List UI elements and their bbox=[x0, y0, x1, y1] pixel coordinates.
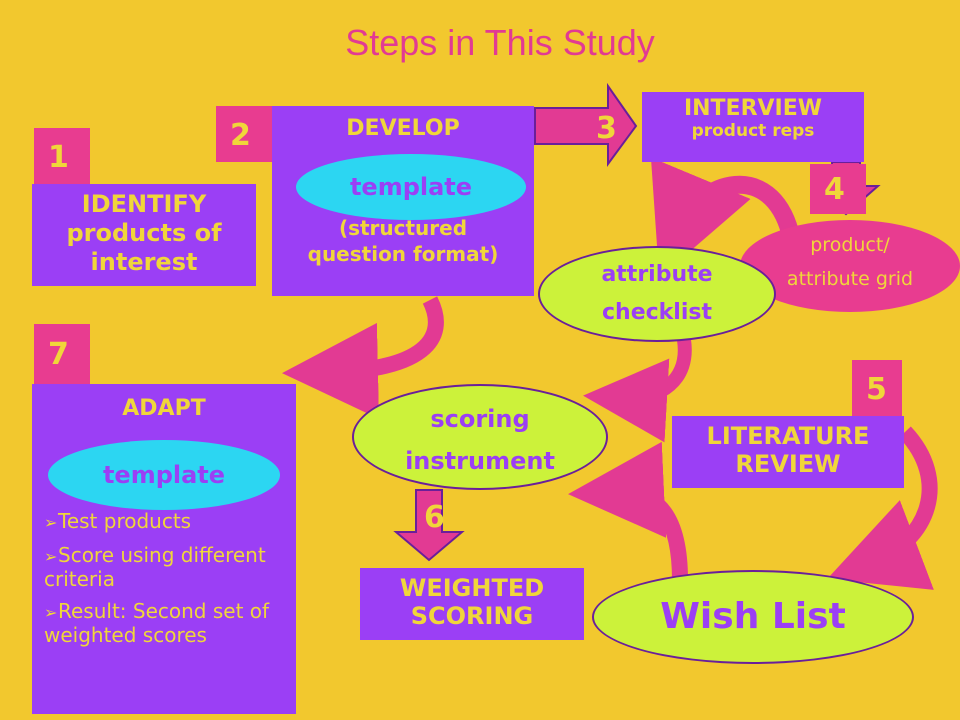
step-7-number: 7 bbox=[34, 324, 90, 384]
step-3-number: 3 bbox=[596, 111, 617, 146]
grid-line-2: attribute grid bbox=[786, 268, 914, 290]
arrow-bullet-icon: ➢ bbox=[44, 513, 58, 532]
step-2-number: 2 bbox=[216, 106, 276, 162]
identify-line-1: IDENTIFY bbox=[81, 190, 207, 218]
develop-line-2: question format) bbox=[307, 242, 499, 266]
arrow-develop-to-adapt bbox=[282, 296, 444, 419]
instrument-line-1: scoring bbox=[430, 405, 530, 433]
arrow-develop-to-interview bbox=[534, 82, 638, 168]
arrow-checklist-to-instrument bbox=[583, 338, 692, 443]
step-6-number: 6 bbox=[424, 500, 445, 535]
arrow-bullet-icon: ➢ bbox=[44, 547, 58, 566]
checklist-line-2: checklist bbox=[602, 300, 712, 325]
adapt-box: ADAPT ➢Test products ➢Score using differ… bbox=[32, 384, 296, 714]
identify-line-3: interest bbox=[90, 248, 198, 276]
diagram-title: Steps in This Study bbox=[345, 22, 655, 63]
adapt-bullet-3-text: Result: Second set of weighted scores bbox=[44, 599, 270, 647]
develop-description: (structured question format) bbox=[272, 215, 534, 267]
identify-box: IDENTIFY products of interest bbox=[32, 184, 256, 286]
weighted-line-2: SCORING bbox=[410, 602, 534, 630]
instrument-line-2: instrument bbox=[405, 447, 555, 475]
weighted-scoring-box: WEIGHTED SCORING bbox=[360, 568, 584, 640]
adapt-heading: ADAPT bbox=[122, 396, 206, 421]
adapt-bullet-list: ➢Test products ➢Score using different cr… bbox=[44, 510, 286, 646]
interview-sub: product reps bbox=[691, 121, 815, 141]
adapt-bullet-2: ➢Score using different criteria bbox=[44, 544, 286, 590]
interview-box: INTERVIEW product reps bbox=[642, 92, 864, 162]
literature-review-box: LITERATURE REVIEW bbox=[672, 416, 904, 488]
literature-line-2: REVIEW bbox=[735, 450, 841, 478]
adapt-template-pill: template bbox=[48, 440, 280, 510]
develop-line-1: (structured bbox=[338, 216, 468, 240]
grid-line-1: product/ bbox=[810, 234, 890, 256]
step-4-number: 4 bbox=[810, 164, 866, 214]
develop-heading: DEVELOP bbox=[346, 116, 460, 141]
product-attribute-grid: product/ attribute grid bbox=[740, 220, 960, 312]
develop-template-pill: template bbox=[296, 154, 526, 220]
weighted-line-1: WEIGHTED bbox=[399, 574, 545, 602]
step-1-number: 1 bbox=[34, 128, 90, 184]
checklist-line-1: attribute bbox=[601, 262, 713, 287]
adapt-bullet-1-text: Test products bbox=[58, 509, 192, 533]
wish-list: Wish List bbox=[592, 570, 914, 664]
arrow-instrument-to-weighted bbox=[393, 489, 465, 562]
scoring-instrument: scoring instrument bbox=[352, 384, 608, 490]
adapt-bullet-3: ➢Result: Second set of weighted scores bbox=[44, 600, 286, 646]
identify-line-2: products of bbox=[66, 219, 222, 247]
interview-heading: INTERVIEW bbox=[683, 96, 823, 121]
arrow-wishlist-to-instrument bbox=[568, 441, 688, 581]
step-5-number: 5 bbox=[852, 360, 902, 416]
arrow-grid-to-checklist bbox=[651, 157, 799, 278]
arrow-literature-to-wishlist bbox=[827, 426, 938, 590]
literature-line-1: LITERATURE bbox=[706, 422, 870, 450]
adapt-bullet-2-text: Score using different criteria bbox=[44, 543, 266, 591]
arrow-bullet-icon: ➢ bbox=[44, 603, 58, 622]
adapt-bullet-1: ➢Test products bbox=[44, 510, 286, 534]
attribute-checklist: attribute checklist bbox=[538, 246, 776, 342]
